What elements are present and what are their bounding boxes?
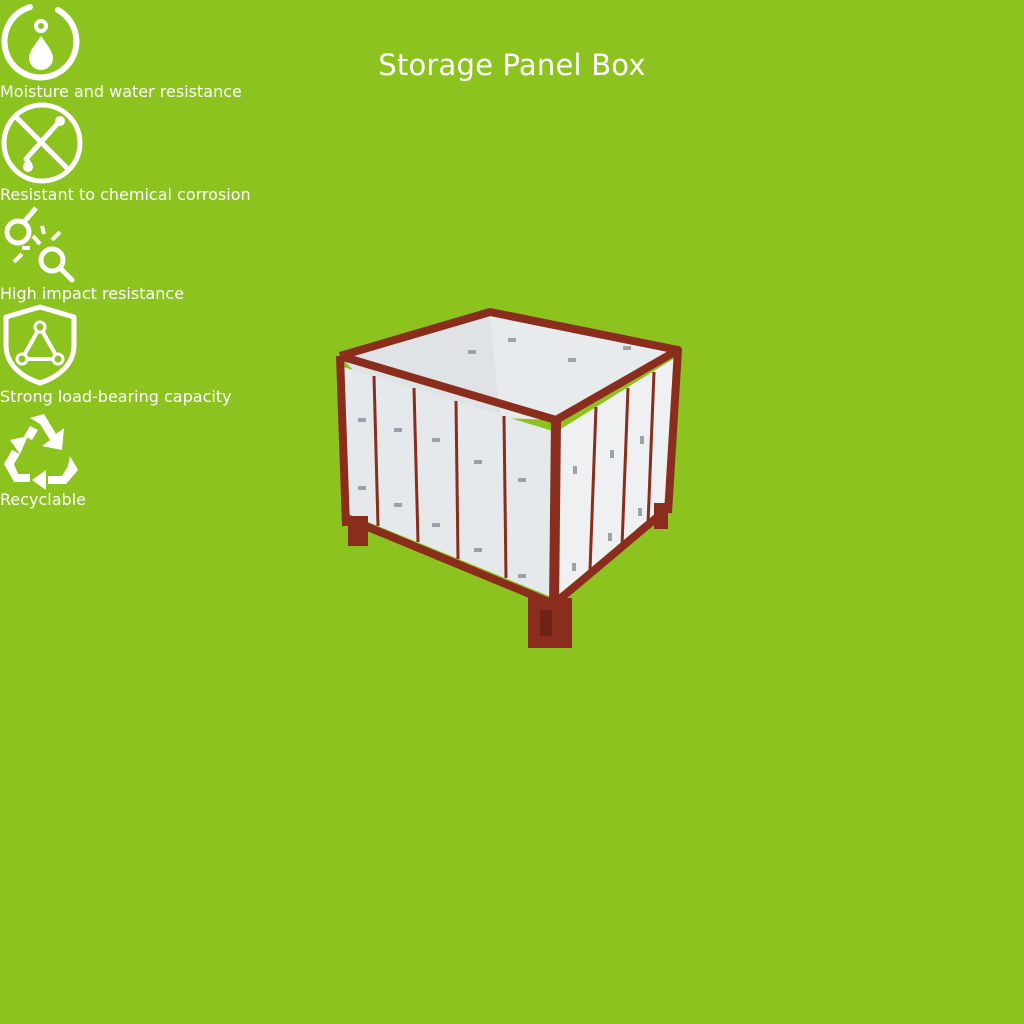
feature-moisture: Moisture and water resistance	[0, 0, 1024, 101]
no-chemical-icon	[0, 101, 1024, 185]
product-image	[328, 308, 690, 670]
recycle-icon	[0, 406, 1024, 490]
feature-label: Recyclable	[0, 490, 86, 509]
feature-impact: High impact resistance	[0, 204, 1024, 303]
feature-label: High impact resistance	[0, 284, 185, 303]
shield-triangle-icon	[0, 303, 1024, 387]
impact-icon	[0, 204, 1024, 284]
feature-recycle: Recyclable	[0, 406, 1024, 509]
feature-chemical: Resistant to chemical corrosion	[0, 101, 1024, 204]
page-title: Storage Panel Box	[378, 48, 646, 82]
feature-label: Moisture and water resistance	[0, 82, 242, 101]
feature-label: Resistant to chemical corrosion	[0, 185, 251, 204]
feature-load: Strong load-bearing capacity	[0, 303, 1024, 406]
feature-label: Strong load-bearing capacity	[0, 387, 232, 406]
water-drop-icon	[0, 0, 1024, 82]
